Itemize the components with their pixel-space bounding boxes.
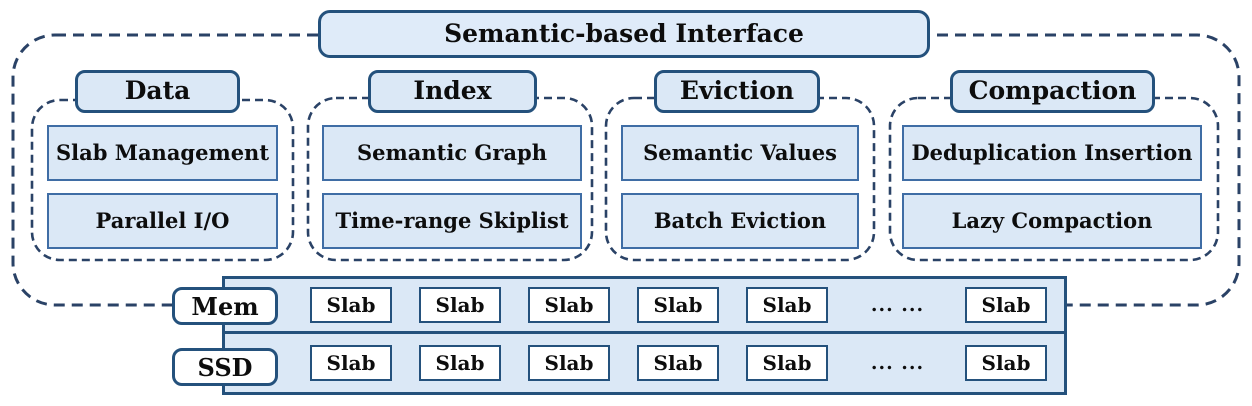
module-label: Batch Eviction [653,207,827,233]
slab-label: Slab [435,293,485,317]
slab-box: Slab [637,287,719,323]
slab-label: Slab [653,351,703,375]
slab-box: Slab [637,345,719,381]
semantic-interface-label: Semantic-based Interface [444,18,804,48]
slab-label: Slab [326,351,376,375]
slab-label: Slab [544,351,594,375]
outer-dashed-frame [11,33,1241,307]
module-label: Semantic Graph [357,139,547,165]
data-column-dashed-frame [30,98,295,262]
slab-box: Slab [310,287,392,323]
slab-label: Slab [326,293,376,317]
column-header-data: Data [75,70,240,113]
slab-box: Slab [419,287,501,323]
mem-slab-row: Slab Slab Slab Slab Slab ... ... Slab [222,276,1067,334]
module-semantic-graph: Semantic Graph [322,125,582,181]
mem-label-text: Mem [191,291,259,321]
module-semantic-values: Semantic Values [621,125,859,181]
module-deduplication-insertion: Deduplication Insertion [902,125,1202,181]
slab-label: Slab [653,293,703,317]
slab-box: Slab [746,287,828,323]
slab-ellipsis: ... ... [870,294,925,316]
module-label: Lazy Compaction [951,207,1153,233]
slab-label: Slab [435,351,485,375]
slab-box: Slab [965,345,1047,381]
slab-box: Slab [310,345,392,381]
ssd-row-label: SSD [172,348,278,386]
column-header-label: Data [124,76,191,106]
module-label: Time-range Skiplist [335,207,569,233]
module-slab-management: Slab Management [47,125,278,181]
ssd-slab-row: Slab Slab Slab Slab Slab ... ... Slab [222,331,1067,395]
index-column-dashed-frame [306,96,594,262]
module-time-range-skiplist: Time-range Skiplist [322,193,582,249]
mem-row-label: Mem [172,287,278,325]
column-header-compaction: Compaction [950,70,1155,113]
slab-label: Slab [544,293,594,317]
column-header-index: Index [368,70,537,113]
module-parallel-io: Parallel I/O [47,193,278,249]
slab-box: Slab [965,287,1047,323]
module-label: Parallel I/O [95,207,230,233]
slab-box: Slab [528,345,610,381]
module-label: Slab Management [55,139,270,165]
semantic-interface-box: Semantic-based Interface [318,10,930,58]
column-header-label: Compaction [968,76,1137,106]
slab-ellipsis: ... ... [870,352,925,374]
slab-box: Slab [746,345,828,381]
ssd-label-text: SSD [197,352,253,382]
slab-label: Slab [981,351,1031,375]
slab-box: Slab [419,345,501,381]
slab-label: Slab [981,293,1031,317]
slab-label: Slab [762,293,812,317]
slab-box: Slab [528,287,610,323]
module-label: Deduplication Insertion [911,139,1193,165]
module-label: Semantic Values [643,139,837,165]
module-batch-eviction: Batch Eviction [621,193,859,249]
column-header-label: Index [413,76,492,106]
slab-label: Slab [762,351,812,375]
column-header-label: Eviction [679,76,795,106]
column-header-eviction: Eviction [654,70,820,113]
module-lazy-compaction: Lazy Compaction [902,193,1202,249]
